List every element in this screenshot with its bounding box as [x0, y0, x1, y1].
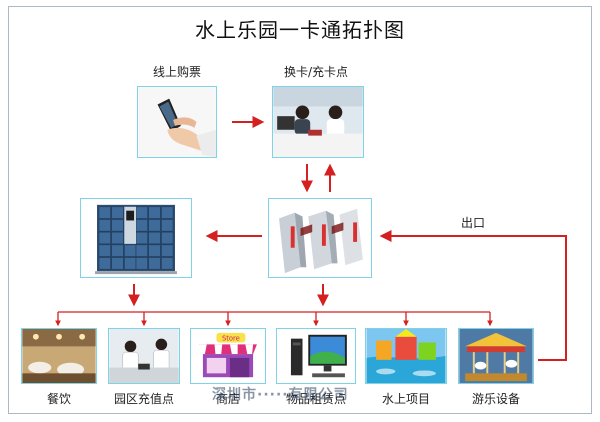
service-desk-icon: [273, 87, 363, 157]
bottom-label-water: 水上项目: [381, 392, 430, 406]
water-project-image: [365, 328, 447, 384]
park-recharge-image: [108, 328, 180, 384]
recharge-point-icon: [109, 329, 179, 383]
label-exchange-recharge: 换卡/充卡点: [283, 65, 349, 79]
restaurant-image: [21, 328, 97, 384]
turnstile-image: [268, 198, 372, 278]
store-icon: Store: [191, 329, 265, 383]
bottom-label-restaurant: 餐饮: [46, 392, 71, 406]
watermark: 深圳市·····有限公司: [212, 387, 349, 403]
exchange-recharge-image: [272, 86, 364, 158]
locker-icon: [81, 199, 191, 277]
distribution-bus: [55, 311, 493, 327]
arrow-exit-return: [379, 230, 567, 361]
bottom-label-recharge: 园区充值点: [113, 392, 174, 406]
carousel-icon: [459, 329, 533, 383]
store-sign: Store: [222, 335, 240, 343]
diagram-frame: [8, 6, 592, 414]
online-ticket-image: [137, 86, 217, 158]
phone-hand-icon: [138, 87, 216, 157]
turnstile-icon: [269, 199, 371, 277]
computer-icon: [277, 329, 355, 383]
restaurant-icon: [22, 329, 96, 383]
label-online-ticket: 线上购票: [152, 65, 201, 79]
rental-image: [276, 328, 356, 384]
bottom-label-rides: 游乐设备: [471, 392, 520, 406]
page-title: 水上乐园一卡通拓扑图: [195, 18, 405, 42]
ride-equipment-image: [458, 328, 534, 384]
water-park-icon: [366, 329, 446, 383]
label-exit: 出口: [460, 216, 485, 230]
bottom-label-store: 商店: [215, 392, 240, 406]
store-image: Store: [190, 328, 266, 384]
bottom-label-rental: 物品租赁点: [285, 392, 346, 406]
locker-image: [80, 198, 192, 278]
